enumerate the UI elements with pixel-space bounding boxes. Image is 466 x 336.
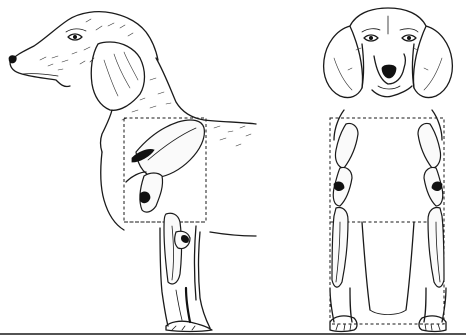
side-neck-back: [156, 58, 204, 120]
side-head-outline: [10, 12, 158, 62]
side-view-dog: [9, 12, 256, 332]
front-nose: [382, 65, 396, 78]
front-left-scapula: [335, 123, 358, 168]
side-chest: [101, 152, 124, 230]
side-nose: [9, 56, 16, 63]
front-ear-right: [413, 26, 452, 98]
front-right-scapula: [418, 123, 441, 168]
side-neck-front: [101, 110, 113, 152]
front-right-forearm: [428, 208, 444, 288]
front-view-dog: [324, 8, 453, 332]
front-ear-left: [324, 26, 363, 98]
side-paw: [166, 321, 212, 331]
side-back-line: [204, 120, 256, 124]
front-left-forearm: [332, 208, 348, 288]
side-ear: [91, 42, 144, 110]
side-belly: [210, 232, 256, 236]
